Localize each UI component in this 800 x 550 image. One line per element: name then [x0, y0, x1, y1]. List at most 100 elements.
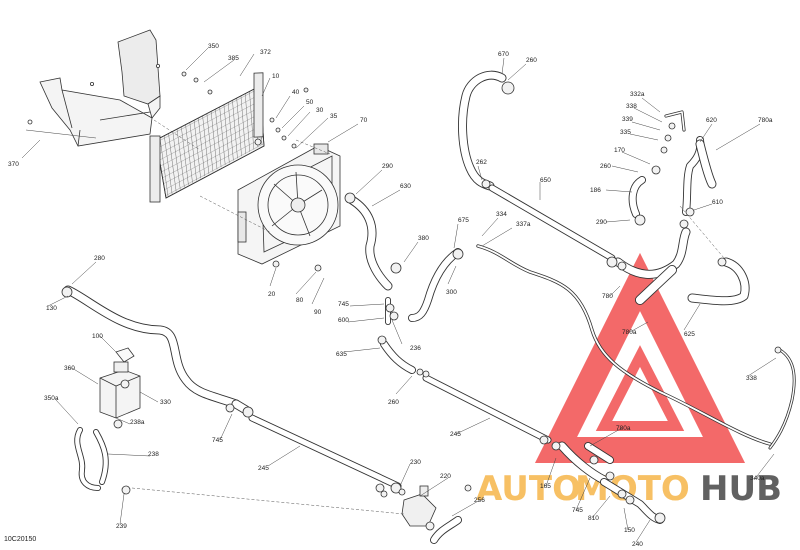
fastener [589, 455, 599, 465]
part-label-380: 380 [418, 235, 429, 242]
part-label-165: 165 [540, 483, 551, 490]
part-label-10: 10 [272, 73, 280, 80]
part-label-340a: 340a [750, 475, 765, 482]
fastener [425, 521, 435, 531]
part-label-670: 670 [498, 51, 509, 58]
fastener [539, 435, 549, 445]
leader-line [399, 463, 411, 487]
leader-line [635, 519, 651, 543]
part-label-625: 625 [684, 331, 695, 338]
coolant-reservoir [99, 347, 141, 419]
leader-line [451, 499, 481, 517]
tube-body [769, 349, 795, 449]
tube-outline [768, 348, 796, 450]
leader-line [715, 123, 761, 151]
part-label-80: 80 [296, 297, 304, 304]
thermostat-housing [401, 485, 437, 527]
leader-line [139, 391, 159, 403]
part-label-70: 70 [360, 117, 368, 124]
fastener [452, 248, 464, 260]
fastener [207, 89, 213, 95]
part-label-635: 635 [336, 351, 347, 358]
fastener [481, 179, 491, 189]
leader-line [419, 477, 449, 497]
part-label-239: 239 [116, 523, 127, 530]
leader-line [287, 111, 311, 137]
leader-line [71, 261, 97, 285]
part-label-650: 650 [540, 177, 551, 184]
part-label-600: 600 [338, 317, 349, 324]
fastener [390, 482, 402, 494]
leader-line [609, 285, 621, 297]
part-label-780a3: 780a [616, 425, 631, 432]
hose-body [249, 415, 401, 489]
part-label-780: 780 [602, 293, 613, 300]
fastener [717, 257, 727, 267]
part-label-610: 610 [712, 199, 723, 206]
fasteners [61, 71, 782, 531]
part-label-35: 35 [330, 113, 338, 120]
leader-line [55, 399, 79, 425]
fastener [344, 192, 356, 204]
fastener [679, 219, 689, 229]
leader-line [453, 223, 459, 249]
fastener [193, 77, 199, 83]
leader-line [623, 507, 629, 531]
part-label-370: 370 [8, 161, 19, 168]
part-label-332a: 332a [630, 91, 645, 98]
part-label-262: 262 [476, 159, 487, 166]
part-label-780a: 780a [758, 117, 773, 124]
leader-line [699, 123, 713, 143]
reference-line [153, 119, 201, 151]
fastener [121, 485, 131, 495]
leader-line [753, 453, 775, 481]
watermark-logo: AUTO MOTO HUB [476, 252, 782, 509]
fastener [416, 368, 424, 376]
fastener [398, 488, 406, 496]
fastener [303, 87, 309, 93]
fastener [385, 303, 395, 313]
leader-line [641, 97, 661, 113]
part-label-339: 339 [622, 116, 633, 123]
leader-line [629, 133, 659, 141]
leader-line [107, 453, 151, 457]
leader-line [275, 95, 291, 119]
leader-line [481, 217, 499, 237]
leader-line [629, 321, 649, 333]
fastener [120, 379, 130, 389]
fastener [501, 81, 515, 95]
diagram-code: 10C20150 [4, 536, 36, 543]
leader-line [355, 169, 383, 195]
fastener [113, 419, 123, 429]
hose-body [423, 375, 551, 443]
fastener [464, 484, 472, 492]
leader-line [605, 219, 631, 223]
leader-line [219, 413, 233, 441]
fastener [422, 370, 430, 378]
hose-body [64, 286, 240, 408]
fastener [685, 207, 695, 217]
leader-line [481, 227, 513, 247]
reference-line [199, 195, 271, 233]
tube-body [477, 245, 771, 445]
part-label-745c: 745 [572, 507, 583, 514]
hose-body [408, 248, 462, 322]
leader-line [589, 427, 623, 447]
leader-line [575, 477, 591, 511]
fastener [617, 261, 627, 271]
leader-line [403, 241, 419, 263]
part-label-100: 100 [92, 333, 103, 340]
part-label-337a: 337a [516, 221, 531, 228]
watermark-triangle [534, 252, 746, 463]
fastener [380, 490, 388, 498]
part-label-334: 334 [496, 211, 507, 218]
fastener [275, 127, 281, 133]
leader-line [203, 59, 235, 83]
watermark-triangle-inner [595, 345, 685, 431]
leader-line [281, 105, 305, 129]
leader-line [501, 57, 505, 75]
part-label-256: 256 [474, 497, 485, 504]
part-label-260c: 260 [600, 163, 611, 170]
mounting-brackets [27, 29, 161, 147]
